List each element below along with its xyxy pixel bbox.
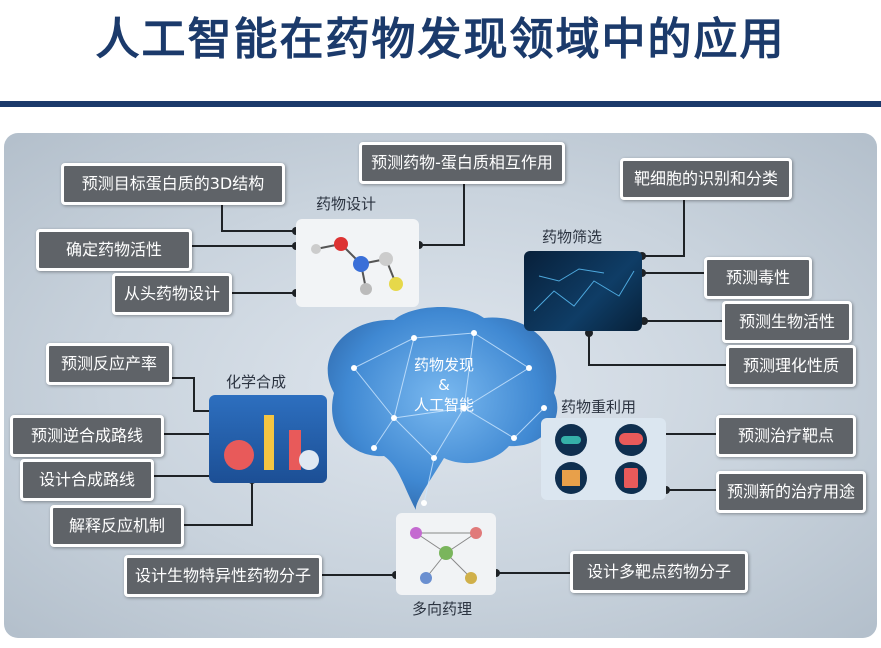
box-predict-yield: 预测反应产率 [46, 343, 172, 385]
box-predict-target-structure: 预测目标蛋白质的3D结构 [61, 163, 285, 205]
center-label: 药物发现 & 人工智能 [413, 356, 474, 414]
box-target-cell-classification: 靶细胞的识别和分类 [620, 158, 792, 200]
box-predict-new-use: 预测新的治疗用途 [716, 471, 866, 513]
section-label-synthesis: 化学合成 [226, 373, 287, 391]
section-label-screening: 药物筛选 [542, 228, 603, 246]
box-explain-mechanism: 解释反应机制 [50, 505, 184, 547]
box-predict-drug-protein-interaction: 预测药物-蛋白质相互作用 [359, 142, 565, 184]
title-divider [0, 101, 881, 107]
box-de-novo-design: 从头药物设计 [112, 273, 232, 315]
screening-image [524, 251, 642, 331]
box-predict-retrosynthesis: 预测逆合成路线 [10, 415, 164, 457]
box-predict-toxicity: 预测毒性 [704, 257, 812, 299]
page-title: 人工智能在药物发现领域中的应用 [95, 14, 786, 65]
diagram-panel: 药物发现 & 人工智能 药物设计 药物筛选 化学合成 [4, 133, 877, 638]
box-design-route: 设计合成路线 [20, 459, 154, 501]
box-predict-therapeutic-target: 预测治疗靶点 [716, 415, 856, 457]
molecule-image [296, 219, 419, 307]
pills-image [541, 418, 666, 500]
box-predict-physchem: 预测理化性质 [726, 345, 856, 387]
section-label-polypharm: 多向药理 [412, 600, 473, 618]
section-label-repurposing: 药物重利用 [561, 398, 637, 416]
section-label-design: 药物设计 [316, 195, 377, 213]
box-design-bispecific: 设计生物特异性药物分子 [124, 555, 322, 597]
brain-network-illustration [327, 306, 558, 510]
box-determine-drug-activity: 确定药物活性 [36, 229, 192, 271]
box-predict-bioactivity: 预测生物活性 [722, 301, 852, 343]
box-design-multi-target: 设计多靶点药物分子 [570, 551, 748, 593]
chemistry-image [209, 395, 327, 483]
network-image [396, 513, 496, 595]
